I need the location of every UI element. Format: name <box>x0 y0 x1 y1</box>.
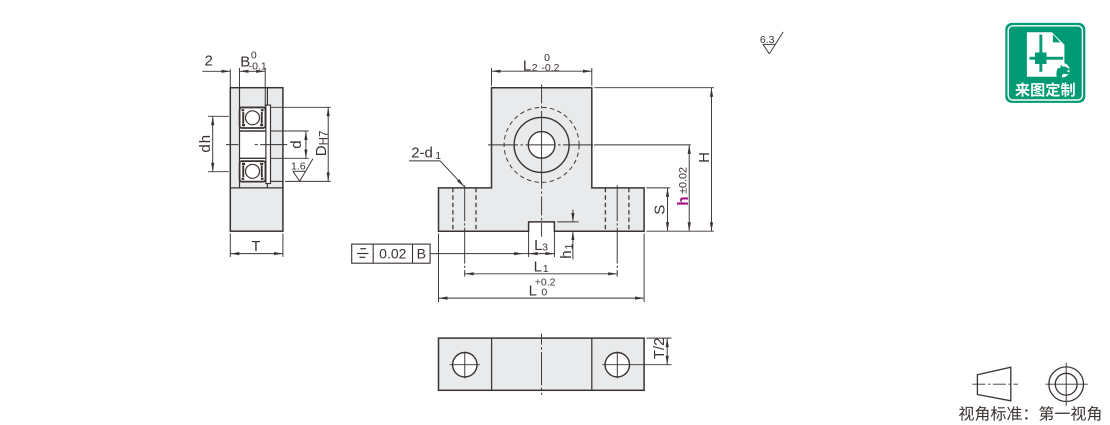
svg-text:L: L <box>534 237 542 254</box>
svg-text:DH7: DH7 <box>313 131 331 157</box>
svg-text:+0.2: +0.2 <box>535 277 556 289</box>
svg-text:2: 2 <box>205 52 213 69</box>
svg-text:0: 0 <box>544 52 550 64</box>
svg-text:L: L <box>534 259 542 276</box>
svg-text:B: B <box>240 53 250 70</box>
svg-text:6.3: 6.3 <box>760 34 775 46</box>
svg-text:T: T <box>251 238 260 255</box>
svg-text:H: H <box>696 152 713 163</box>
svg-text:2-d: 2-d <box>411 145 433 162</box>
svg-text:2: 2 <box>532 62 538 74</box>
svg-text:dh: dh <box>197 134 214 153</box>
svg-text:d: d <box>288 140 305 148</box>
svg-text:0: 0 <box>251 49 257 61</box>
svg-text:B: B <box>417 245 426 261</box>
svg-text:h±0.02: h±0.02 <box>675 167 692 206</box>
svg-text:1: 1 <box>543 263 549 275</box>
svg-text:-0.1: -0.1 <box>249 60 267 72</box>
svg-text:L: L <box>529 283 537 300</box>
svg-text:h1: h1 <box>558 244 576 259</box>
svg-text:1.6: 1.6 <box>291 161 306 173</box>
svg-text:0.02: 0.02 <box>379 245 406 261</box>
svg-text:T/2: T/2 <box>651 338 668 360</box>
svg-text:0: 0 <box>541 287 547 299</box>
svg-text:S: S <box>652 205 669 215</box>
svg-text:3: 3 <box>542 241 548 253</box>
svg-text:1: 1 <box>435 150 441 162</box>
svg-text:-0.2: -0.2 <box>541 62 559 74</box>
svg-text:L: L <box>523 58 531 75</box>
